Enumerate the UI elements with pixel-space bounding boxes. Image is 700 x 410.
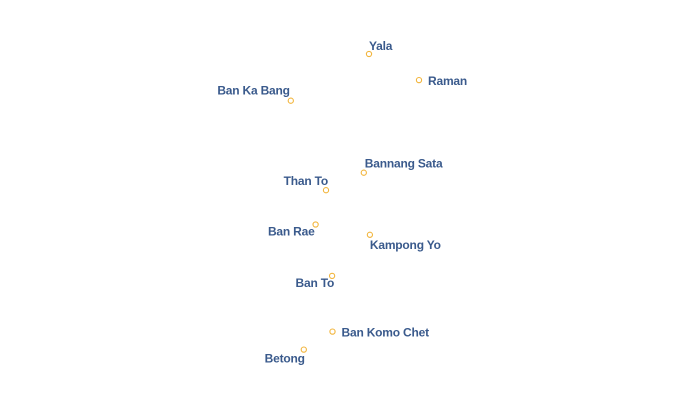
place-marker-bannang-sata: [360, 169, 367, 176]
place-marker-ban-to: [328, 272, 336, 280]
place-markers: [287, 50, 423, 353]
place-label-kampong-yo: Kampong Yo: [370, 238, 441, 252]
place-label-bannang-sata: Bannang Sata: [365, 157, 443, 171]
place-marker-kampong-yo: [366, 231, 374, 238]
place-marker-ban-ka-bang: [287, 97, 294, 104]
place-marker-yala: [365, 50, 373, 58]
place-label-ban-to: Ban To: [296, 276, 335, 290]
place-marker-betong: [300, 346, 307, 353]
place-marker-raman: [415, 76, 423, 84]
place-marker-than-to: [322, 187, 330, 194]
place-marker-ban-rae: [312, 221, 319, 228]
place-label-betong: Betong: [265, 352, 305, 366]
place-label-ban-komo-chet: Ban Komo Chet: [342, 326, 430, 340]
place-marker-ban-komo-chet: [329, 328, 336, 335]
place-label-raman: Raman: [428, 74, 467, 88]
place-label-ban-ka-bang: Ban Ka Bang: [217, 84, 289, 98]
place-label-ban-rae: Ban Rae: [268, 225, 315, 239]
place-label-yala: Yala: [369, 39, 393, 53]
place-label-than-to: Than To: [284, 174, 328, 188]
